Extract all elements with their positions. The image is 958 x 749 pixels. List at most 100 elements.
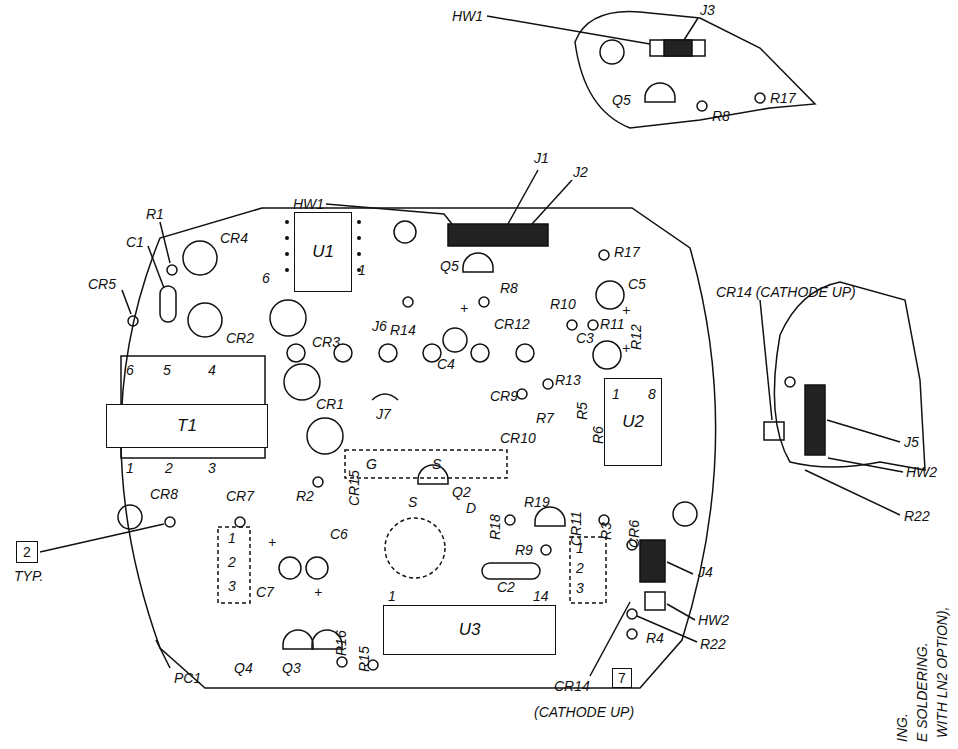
capacitor-symbol (279, 557, 301, 579)
dashed-outline (385, 518, 445, 578)
part-label: HW1 (452, 8, 483, 24)
part-label: J1 (534, 150, 549, 166)
pad (379, 344, 397, 362)
part-label: Q5 (440, 258, 459, 274)
dashed-outline (345, 450, 507, 478)
leader-line (667, 562, 693, 574)
part-label: R19 (524, 494, 550, 510)
part-label: C3 (576, 330, 594, 346)
resistor-pad (785, 377, 795, 387)
part-label: R1 (146, 206, 164, 222)
part-label: 1 (612, 386, 620, 402)
part-label: R16 (333, 630, 349, 656)
resistor-pad (755, 93, 765, 103)
part-label: 2 (165, 460, 173, 476)
part-label: R14 (390, 322, 416, 338)
part-label: R7 (536, 410, 554, 426)
diode-symbol (284, 364, 320, 400)
resistor-pad (517, 389, 527, 399)
transistor-symbol (463, 253, 493, 272)
resistor-pad (627, 629, 637, 639)
leader-line (148, 246, 164, 288)
diode-symbol (270, 300, 306, 336)
note-text: E SOLDERING. (914, 642, 930, 742)
capacitor-symbol (443, 328, 467, 352)
part-label: CR10 (500, 430, 536, 446)
transformer-band: T1 (106, 404, 268, 448)
inset-outline (575, 12, 815, 128)
hardware-block (650, 40, 705, 56)
part-label: Q2 (452, 484, 471, 500)
part-label: R22 (904, 508, 930, 524)
part-label: R4 (646, 630, 664, 646)
part-label: G (366, 456, 377, 472)
part-label: R3 (598, 522, 614, 540)
resistor-pad (165, 517, 175, 527)
part-label: 1 (126, 460, 134, 476)
resistor-pad (313, 477, 323, 487)
part-label: J3 (700, 2, 715, 18)
part-label: D (466, 500, 476, 516)
part-label: J4 (698, 564, 713, 580)
part-label: Q4 (234, 660, 253, 676)
leader-line (667, 604, 695, 620)
callout-box: 7 (612, 668, 632, 688)
part-label: R9 (515, 542, 533, 558)
board-outline (121, 208, 716, 688)
part-label: C4 (437, 356, 455, 372)
part-label: (CATHODE UP) (534, 704, 634, 720)
part-label: R8 (500, 280, 518, 296)
resistor-pad (337, 657, 347, 667)
part-label: J5 (904, 434, 919, 450)
callout-number: 7 (618, 670, 626, 686)
inset-outline (774, 282, 925, 470)
resistor-pad (479, 297, 489, 307)
resistor-pad (128, 316, 138, 326)
pin (285, 236, 289, 240)
part-label: R2 (296, 488, 314, 504)
part-label: CR3 (312, 334, 340, 350)
diode-symbol (307, 418, 343, 454)
part-label: S (432, 456, 441, 472)
resistor-pad (543, 379, 553, 389)
part-name: T1 (177, 416, 197, 436)
capacitor-symbol (160, 286, 176, 322)
part-label: S (408, 494, 417, 510)
resistor-pad (567, 320, 577, 330)
pin (285, 220, 289, 224)
part-label: CR8 (150, 486, 178, 502)
leader-line (590, 602, 630, 676)
part-name: U1 (312, 242, 334, 262)
part-label: C7 (256, 584, 274, 600)
resistor-pad (599, 250, 609, 260)
part-label: PC1 (174, 670, 201, 686)
dashed-outline (570, 537, 606, 603)
connector-block (640, 540, 665, 582)
hardware-block (645, 592, 665, 610)
capacitor-symbol (593, 341, 621, 369)
part-label: J6 (372, 318, 387, 334)
capacitor-symbol (306, 557, 328, 579)
resistor-pad (627, 609, 637, 619)
part-label: CR15 (346, 470, 362, 506)
part-label: R11 (600, 316, 625, 332)
capacitor-symbol (482, 563, 540, 579)
part-label: CR5 (88, 276, 116, 292)
part-label: 8 (648, 386, 656, 402)
leader-line (532, 180, 572, 224)
part-label: HW2 (698, 612, 729, 628)
leader-line (156, 640, 170, 668)
part-label: R6 (590, 426, 606, 444)
part-label: 5 (163, 362, 171, 378)
part-label: R17 (770, 90, 796, 106)
pin (357, 236, 361, 240)
part-label: CR2 (226, 330, 254, 346)
part-label: 1 (228, 530, 236, 546)
part-label: + (622, 340, 630, 356)
part-label: 1 (358, 262, 366, 278)
part-label: 3 (208, 460, 216, 476)
part-label: + (622, 302, 630, 318)
part-label: C6 (330, 526, 348, 542)
part-label: R5 (574, 402, 590, 420)
resistor-pad (588, 320, 598, 330)
